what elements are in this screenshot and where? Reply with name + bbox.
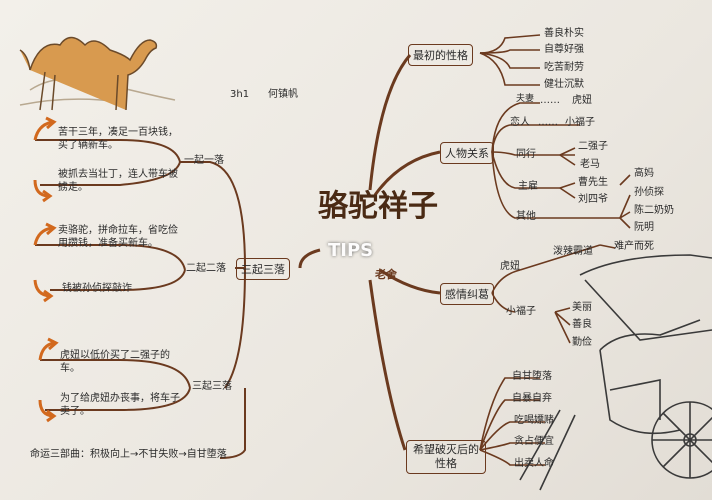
relation-label: 恋人	[510, 117, 530, 128]
love-xiaofuzi-item: 善良	[572, 319, 592, 330]
center-branches	[298, 54, 441, 451]
relation-member: 高妈	[634, 168, 654, 179]
relation-member: 孙侦探	[634, 187, 664, 198]
after-item: 吃喝嫖赌	[514, 415, 554, 426]
relation-label: 主雇	[518, 181, 538, 192]
personality-branch: 最初的性格	[408, 44, 473, 66]
student-name: 何镇帆	[268, 89, 298, 100]
rise2-event-2: 钱被孙侦探敲诈	[62, 283, 132, 294]
personality-item: 健壮沉默	[544, 79, 584, 90]
after-item: 自甘堕落	[512, 371, 552, 382]
love-huniu-detail: 泼辣霸道	[553, 246, 593, 257]
relation-member: 陈二奶奶	[634, 205, 674, 216]
rise1-event-2: 被抓去当壮丁，连人带车被掳走。	[58, 169, 178, 193]
love-xiaofuzi-item: 勤俭	[572, 337, 592, 348]
relation-member: 二强子	[578, 141, 608, 152]
camel-drawing	[19, 36, 176, 111]
relation-label: 夫妻	[516, 94, 535, 104]
rise3-event-2: 为了给虎妞办丧事，将车子卖了。	[60, 393, 180, 417]
watermark: TIPS	[328, 240, 374, 261]
after-branch: 希望破灭后的性格	[406, 440, 486, 474]
rise1-label: 一起一落	[184, 155, 224, 166]
rickshaw-drawing	[519, 254, 712, 491]
relation-member: 老马	[580, 159, 600, 170]
book-author: 老舍	[375, 268, 397, 281]
after-item: 自暴自弃	[512, 393, 552, 404]
rise3-label: 三起三落	[192, 381, 232, 392]
relation-label: 其他	[516, 211, 536, 222]
personality-item: 自尊好强	[544, 44, 584, 55]
relation-member: 小福子	[565, 117, 595, 128]
orange-arrow-icon	[33, 116, 59, 423]
relation-member: 阮明	[634, 222, 654, 233]
love-huniu-end: 难产而死	[614, 241, 654, 252]
personality-item: 善良朴实	[544, 28, 584, 39]
after-item: 出卖人命	[514, 458, 554, 469]
love-branch: 感情纠葛	[440, 283, 494, 305]
rise3-event-1: 虎妞以低价买了二强子的车。	[60, 350, 170, 374]
relation-member: 虎妞	[572, 95, 592, 106]
three-rises-branch: 三起三落	[236, 258, 290, 280]
class-name: 3h1	[230, 89, 250, 100]
relation-dots: ……	[538, 117, 558, 128]
rise2-label: 二起二落	[186, 263, 226, 274]
relation-dots: ……	[540, 95, 560, 106]
love-xiaofuzi: 小福子	[506, 306, 536, 317]
personality-item: 吃苦耐劳	[544, 62, 584, 73]
love-xiaofuzi-item: 美丽	[572, 302, 592, 313]
book-title: 骆驼祥子	[318, 189, 438, 224]
relation-member: 刘四爷	[578, 194, 608, 205]
rise2-event-1: 卖骆驼，拼命拉车，省吃俭用攒钱，准备买新车。	[58, 225, 178, 249]
fate-summary: 命运三部曲：积极向上→不甘失败→自甘堕落	[30, 449, 227, 460]
love-huniu: 虎妞	[500, 261, 520, 272]
relations-branch: 人物关系	[440, 142, 494, 164]
after-item: 贪占便宜	[514, 436, 554, 447]
relation-member: 曹先生	[578, 177, 608, 188]
relation-label: 同行	[516, 149, 536, 160]
rise1-event-1: 苦干三年，凑足一百块钱，买了辆新车。	[58, 127, 178, 151]
